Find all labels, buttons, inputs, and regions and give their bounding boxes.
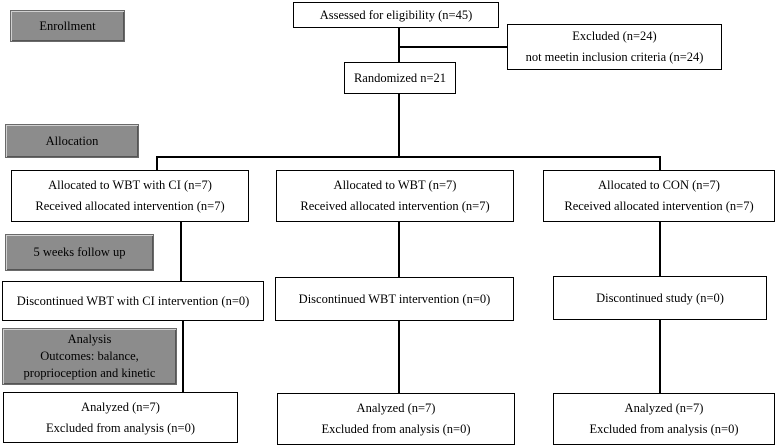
excluded-analysis-label: Excluded from analysis (n=0) bbox=[589, 422, 739, 436]
discontinued-label: Discontinued study (n=0) bbox=[596, 290, 724, 305]
randomized-text: Randomized n=21 bbox=[353, 70, 447, 85]
discontinued-label: Discontinued WBT intervention (n=0) bbox=[298, 291, 491, 306]
analyzed-label: Analyzed (n=7) bbox=[356, 401, 436, 415]
excluded-reason: not meetin inclusion criteria (n=24) bbox=[525, 50, 704, 64]
excluded-title: Excluded (n=24) bbox=[572, 29, 657, 43]
received-label: Received allocated intervention (n=7) bbox=[300, 199, 490, 213]
stage-analysis-outcomes-line2: proprioception and kinetic bbox=[23, 366, 156, 380]
connector-assessed-to-randomized bbox=[398, 27, 400, 64]
analyzed-box-wbt: Analyzed (n=7) Excluded from analysis (n… bbox=[277, 393, 515, 445]
analyzed-label: Analyzed (n=7) bbox=[81, 399, 160, 414]
analyzed-box-con: Analyzed (n=7) Excluded from analysis (n… bbox=[553, 393, 775, 445]
stage-enrollment: Enrollment bbox=[10, 10, 125, 42]
allocated-box-wbt: Allocated to WBT (n=7) Received allocate… bbox=[276, 170, 514, 222]
excluded-analysis-label: Excluded from analysis (n=0) bbox=[321, 422, 471, 436]
randomized-box: Randomized n=21 bbox=[344, 62, 456, 94]
analyzed-box-wbt-ci: Analyzed (n=7) Excluded from analysis (n… bbox=[3, 392, 238, 443]
allocated-label: Allocated to WBT (n=7) bbox=[333, 178, 457, 192]
connector-to-excluded bbox=[398, 46, 507, 48]
excluded-box: Excluded (n=24) not meetin inclusion cri… bbox=[507, 24, 722, 70]
discontinued-box-wbt: Discontinued WBT intervention (n=0) bbox=[275, 277, 514, 321]
connector-branch-left bbox=[156, 156, 158, 171]
connector-randomized-down bbox=[398, 94, 400, 156]
stage-follow-up-label: 5 weeks follow up bbox=[33, 245, 126, 259]
allocated-box-con: Allocated to CON (n=7) Received allocate… bbox=[543, 170, 775, 222]
allocated-label: Allocated to WBT with CI (n=7) bbox=[48, 178, 212, 192]
excluded-analysis-label: Excluded from analysis (n=0) bbox=[45, 420, 196, 435]
allocated-label: Allocated to CON (n=7) bbox=[598, 178, 720, 192]
stage-analysis: Analysis Outcomes: balance, propriocepti… bbox=[2, 328, 177, 385]
connector-left-allocated-to-discontinued bbox=[180, 221, 182, 282]
connector-left-discontinued-to-analyzed bbox=[182, 320, 184, 392]
discontinued-label: Discontinued WBT with CI intervention (n… bbox=[16, 293, 250, 308]
assessed-text: Assessed for eligibility (n=45) bbox=[319, 7, 473, 22]
connector-middle-discontinued-to-analyzed bbox=[398, 320, 400, 394]
stage-allocation: Allocation bbox=[5, 124, 139, 158]
connector-middle-allocated-to-discontinued bbox=[398, 221, 400, 278]
connector-right-discontinued-to-analyzed bbox=[659, 319, 661, 394]
assessed-box: Assessed for eligibility (n=45) bbox=[293, 2, 499, 28]
received-label: Received allocated intervention (n=7) bbox=[35, 199, 225, 213]
stage-follow-up: 5 weeks follow up bbox=[5, 234, 154, 271]
connector-branch-right bbox=[659, 156, 661, 171]
allocated-box-wbt-ci: Allocated to WBT with CI (n=7) Received … bbox=[11, 170, 249, 222]
discontinued-box-wbt-ci: Discontinued WBT with CI intervention (n… bbox=[2, 281, 264, 321]
stage-analysis-outcomes-line1: Outcomes: balance, bbox=[40, 349, 139, 363]
connector-right-allocated-to-discontinued bbox=[659, 221, 661, 277]
received-label: Received allocated intervention (n=7) bbox=[564, 199, 754, 213]
stage-analysis-title: Analysis bbox=[67, 332, 112, 346]
connector-allocation-branch bbox=[156, 156, 660, 158]
stage-enrollment-label: Enrollment bbox=[39, 18, 96, 33]
stage-allocation-label: Allocation bbox=[45, 133, 99, 148]
discontinued-box-con: Discontinued study (n=0) bbox=[553, 276, 767, 320]
analyzed-label: Analyzed (n=7) bbox=[624, 401, 704, 415]
